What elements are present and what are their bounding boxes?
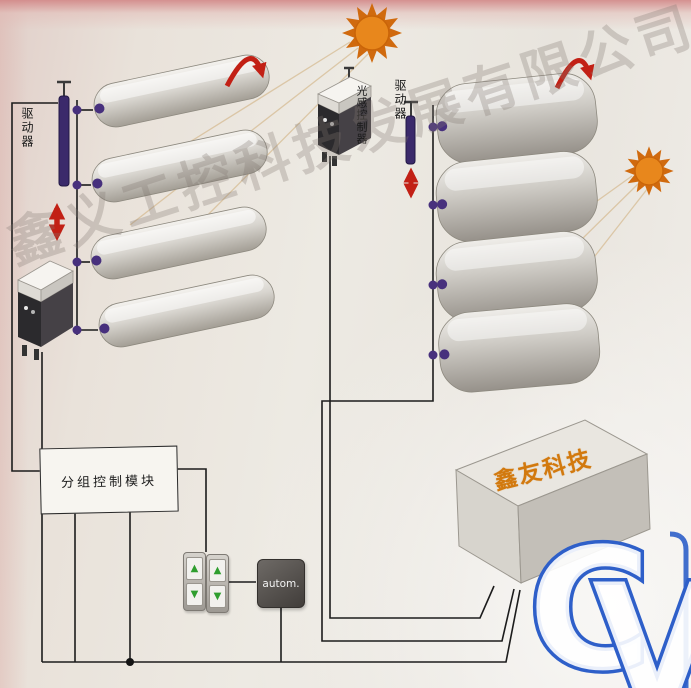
up-arrow-icon: ▲ <box>190 562 199 574</box>
left-controller-device <box>17 260 74 360</box>
remote-down-button: ▼ <box>209 585 226 608</box>
label-left-driver: 驱动器 <box>20 107 34 149</box>
wiring <box>11 100 521 663</box>
down-arrow-icon: ▼ <box>213 590 222 602</box>
right-driver-actuator <box>404 100 418 165</box>
right-panel-slat <box>438 303 601 393</box>
group-control-module-box: 分组控制模块 <box>39 445 179 515</box>
remote-up-button: ▲ <box>209 559 226 582</box>
right-panel-slat <box>435 73 598 164</box>
group-control-module-label: 分组控制模块 <box>60 473 158 491</box>
left-panel-slat <box>91 129 268 203</box>
left-panel-slat <box>93 54 270 128</box>
cv-watermark-logo: C V <box>525 509 691 688</box>
rotation-arrow-icon <box>554 58 595 90</box>
wire-junction-dot <box>126 658 134 666</box>
left-driver-actuator <box>57 80 71 187</box>
label-light-controller: 光感控制器 <box>355 85 368 145</box>
logo-letter-v: V <box>592 548 691 688</box>
wire-line <box>42 589 521 663</box>
logo-frame <box>669 531 689 688</box>
remote-up-button: ▲ <box>186 557 203 580</box>
remote-control: ▲ ▼ <box>206 554 229 613</box>
label-right-driver: 驱动器 <box>393 79 407 121</box>
rotation-arrow-icon <box>224 56 267 88</box>
light-sensor-controller-device <box>317 66 372 166</box>
wire-line <box>11 102 58 472</box>
left-panel-slat <box>90 206 267 280</box>
down-arrow-icon: ▼ <box>190 588 199 600</box>
automation-module-label: autom. <box>262 577 300 590</box>
logo-letter-c: C <box>528 512 651 688</box>
remote-control: ▲ ▼ <box>183 552 206 611</box>
left-panel-slat <box>98 274 275 348</box>
sun-icon <box>623 145 675 197</box>
wire-line <box>176 468 207 552</box>
hinge-bolts <box>72 105 438 360</box>
main-control-box <box>454 419 651 584</box>
right-panel-slat <box>435 151 598 242</box>
up-arrow-icon: ▲ <box>213 564 222 576</box>
remote-down-button: ▼ <box>186 583 203 606</box>
wire-line <box>329 156 495 619</box>
automation-module-box: autom. <box>257 559 305 608</box>
